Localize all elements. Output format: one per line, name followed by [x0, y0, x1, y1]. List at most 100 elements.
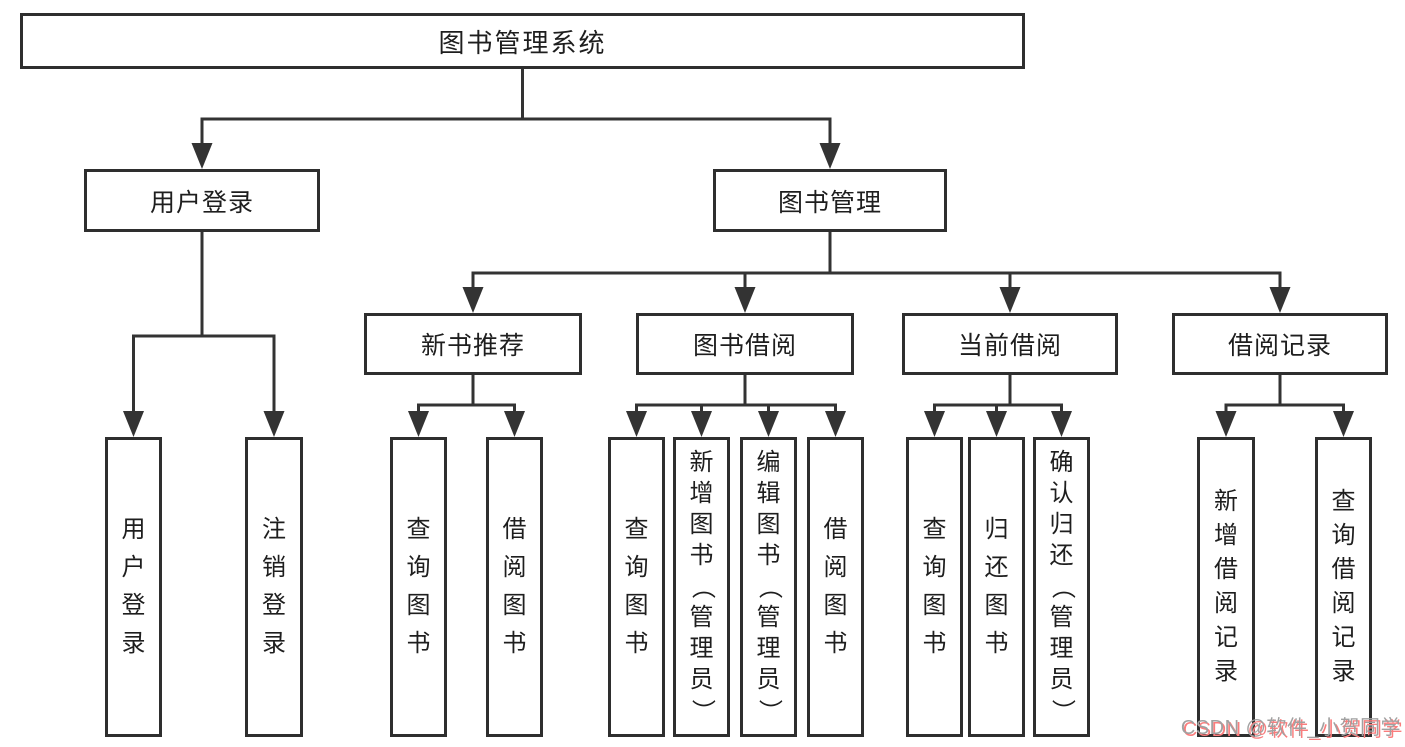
- node-label-char: 管: [1049, 604, 1074, 631]
- node-label-char: 借: [1214, 556, 1238, 583]
- node-label-char: 书: [689, 542, 714, 569]
- arrowhead-icon-nb-query: [408, 411, 429, 437]
- arrowhead-icon-br-add: [1215, 411, 1237, 437]
- diagram-node-bb-add: 新增图书（管理员）: [673, 437, 730, 737]
- node-label-current-borrow: 当前借阅: [957, 332, 1062, 360]
- node-label-char: 询: [922, 554, 947, 581]
- node-label-char: 查: [1331, 488, 1356, 515]
- arrowhead-icon-br-query: [1333, 411, 1354, 437]
- arrowhead-icon-bb-edit: [758, 411, 779, 437]
- node-label-char: 图: [823, 592, 848, 619]
- node-label-char: 销: [262, 554, 286, 581]
- arrowhead-icon-login: [123, 411, 144, 437]
- node-label-char: 理: [756, 635, 781, 662]
- diagram-node-bb-query: 查询图书: [608, 437, 665, 737]
- node-label-char: 记: [1214, 624, 1238, 651]
- node-label-char: 书: [823, 630, 848, 657]
- arrowhead-icon-bb-add: [691, 411, 712, 437]
- arrowhead-icon-cb-confirm: [1051, 411, 1072, 437]
- arrowhead-icon-new-books: [462, 287, 484, 313]
- node-label-char: 登: [121, 592, 146, 619]
- node-label-char: 阅: [502, 554, 527, 581]
- diagram-node-user-login: 用户登录: [84, 169, 320, 232]
- arrowhead-icon-cb-query: [924, 411, 945, 437]
- node-label-root: 图书管理系统: [438, 27, 607, 58]
- node-label-char: ）: [688, 699, 716, 723]
- node-label-char: 管: [689, 604, 714, 631]
- node-label-char: 还: [1049, 542, 1074, 569]
- diagram-node-br-query: 查询借阅记录: [1315, 437, 1372, 737]
- diagram-node-bb-edit: 编辑图书 （ 管理员 ）: [740, 437, 797, 737]
- node-label-char: 用: [121, 516, 146, 543]
- arrowhead-icon-current-borrow: [999, 287, 1021, 313]
- node-label-char: 录: [121, 630, 146, 657]
- node-label-char: 还: [984, 554, 1009, 581]
- arrowhead-icon-bb-borrow: [825, 411, 846, 437]
- diagram-node-br-add: 新增借阅记录: [1197, 437, 1255, 737]
- arrowhead-icon-logout: [263, 411, 285, 437]
- diagram-node-root: 图书管理系统: [20, 13, 1025, 69]
- arrowhead-icon-book-mgmt: [819, 143, 841, 169]
- node-label-char: 图: [984, 592, 1009, 619]
- node-label-char: 辑: [756, 480, 781, 507]
- node-label-char: 书: [984, 630, 1009, 657]
- node-label-char: 借: [502, 516, 527, 543]
- node-label-char: 图: [922, 592, 947, 619]
- node-label-char: 确: [1049, 449, 1074, 476]
- diagram-node-cb-query: 查询图书: [906, 437, 963, 737]
- node-label-char: 查: [406, 516, 431, 543]
- node-label-char: 借: [823, 516, 848, 543]
- diagram-node-logout: 注销登录: [245, 437, 303, 737]
- node-label-char: 认: [1049, 480, 1074, 507]
- node-label-char: 理: [1049, 635, 1074, 662]
- node-label-char: 查: [624, 516, 649, 543]
- diagram-node-book-borrow: 图书借阅: [636, 313, 854, 375]
- node-label-book-mgmt: 图书管理: [777, 188, 882, 217]
- node-label-char: ）: [1048, 699, 1076, 723]
- arrowhead-icon-book-borrow: [734, 287, 756, 313]
- diagram-node-nb-query: 查询图书: [390, 437, 447, 737]
- node-label-char: 书: [406, 630, 431, 657]
- node-label-char: 图: [406, 592, 431, 619]
- node-label-char: 编: [756, 449, 781, 476]
- node-label-char: 书: [756, 542, 781, 569]
- node-label-char: 图: [689, 511, 714, 538]
- diagram-node-cb-confirm: 确认归还（管理员）: [1033, 437, 1090, 737]
- node-label-char: 登: [262, 592, 286, 619]
- node-label-char: 增: [689, 480, 714, 507]
- node-label-char: 归: [984, 516, 1009, 543]
- node-label-char: 录: [262, 630, 286, 657]
- diagram-node-cb-return: 归还图书: [968, 437, 1025, 737]
- node-label-char: 增: [1214, 522, 1238, 549]
- node-label-char: 询: [624, 554, 649, 581]
- node-label-char: ）: [755, 699, 783, 723]
- node-label-char: 阅: [1331, 590, 1356, 617]
- node-label-borrow-records: 借阅记录: [1227, 332, 1332, 360]
- arrowhead-icon-cb-return: [986, 411, 1007, 437]
- node-label-char: 理: [689, 635, 714, 662]
- node-label-char: 员: [1049, 666, 1074, 693]
- node-label-char: 阅: [823, 554, 848, 581]
- node-label-char: 管: [756, 604, 781, 631]
- node-label-char: 员: [756, 666, 781, 693]
- watermark: CSDN @软件_小贺同学: [1180, 717, 1401, 739]
- node-label-char: 户: [121, 554, 146, 581]
- diagram-node-current-borrow: 当前借阅: [902, 313, 1118, 375]
- node-label-char: 书: [624, 630, 649, 657]
- node-label-char: 图: [756, 511, 781, 538]
- node-label-char: 图: [502, 592, 527, 619]
- node-label-char: 书: [922, 630, 947, 657]
- node-label-char: （: [1048, 575, 1076, 599]
- diagram-node-borrow-records: 借阅记录: [1172, 313, 1388, 375]
- node-label-book-borrow: 图书借阅: [692, 332, 797, 360]
- diagram-node-new-books: 新书推荐: [364, 313, 582, 375]
- arrowhead-icon-borrow-records: [1269, 287, 1291, 313]
- node-label-char: 阅: [1214, 590, 1238, 617]
- node-label-char: （: [755, 575, 783, 599]
- diagram-node-nb-borrow: 借阅图书: [486, 437, 543, 737]
- node-label-char: 录: [1214, 658, 1238, 685]
- node-label-char: 员: [689, 666, 714, 693]
